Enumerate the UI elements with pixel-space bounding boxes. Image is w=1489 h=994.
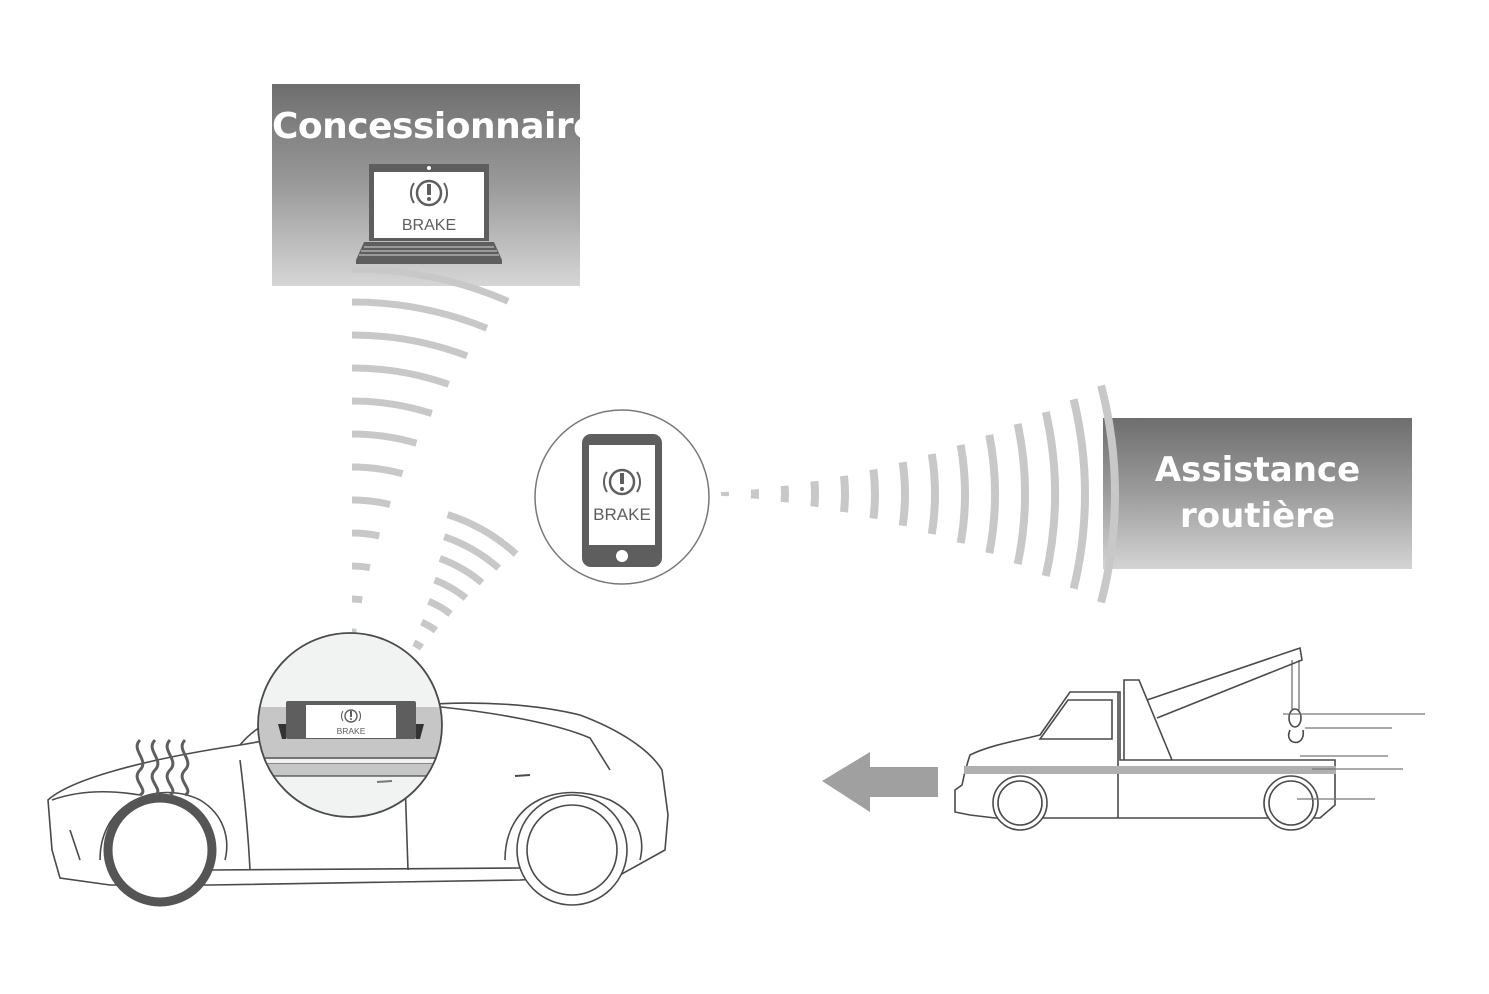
- laptop-icon: BRAKE: [356, 164, 502, 264]
- brake-warning-icon: [602, 468, 642, 496]
- signal-arc: [956, 444, 969, 544]
- signal-arc: [1069, 398, 1089, 590]
- dealer-box: Concessionnaire BRAKE: [272, 84, 598, 286]
- heat-waves-icon: [135, 738, 190, 797]
- signal-arc: [898, 461, 909, 527]
- tow-truck: [954, 646, 1336, 831]
- signal-arc: [927, 453, 939, 535]
- signal-arc: [351, 364, 450, 388]
- smartphone-icon: [582, 434, 662, 567]
- arrow-left-icon: [822, 752, 938, 812]
- dashboard-magnifier: BRAKE: [257, 632, 443, 818]
- signal-arc: [420, 618, 438, 634]
- speed-lines: [1283, 713, 1425, 800]
- roadside-title-line1: Assistance: [1154, 450, 1361, 490]
- signal-arc: [446, 511, 519, 557]
- signal-waves-phone: [403, 511, 519, 669]
- signal-arc: [1097, 384, 1119, 604]
- dealer-screen-label: BRAKE: [402, 217, 456, 234]
- phone-bubble: BRAKE: [534, 409, 710, 585]
- signal-arc: [351, 496, 391, 508]
- signal-arc: [427, 598, 453, 617]
- signal-arc: [412, 639, 424, 651]
- dealer-title: Concessionnaire: [272, 106, 598, 147]
- signal-arc: [810, 480, 819, 508]
- brake-warning-icon: [340, 709, 362, 723]
- signal-arc: [351, 562, 371, 572]
- signal-arc: [351, 265, 510, 305]
- signal-arc: [443, 533, 502, 571]
- signal-arc: [1041, 411, 1059, 577]
- car-front-wheel: [103, 793, 217, 907]
- signal-arc: [433, 576, 469, 601]
- signal-arc: [351, 430, 418, 447]
- signal-arc: [351, 595, 363, 604]
- roadside-title-line2: routière: [1179, 496, 1336, 536]
- signal-arc: [839, 475, 849, 513]
- dashboard-label: BRAKE: [337, 726, 366, 736]
- signal-arc: [351, 463, 404, 478]
- phone-screen-label: BRAKE: [593, 505, 651, 524]
- signal-arc: [351, 331, 469, 360]
- signal-arc: [351, 298, 489, 332]
- signal-arc: [351, 397, 433, 417]
- brake-warning-icon: [409, 179, 449, 207]
- roadside-box: Assistance routière: [1103, 418, 1412, 569]
- signal-waves-roadside: [690, 384, 1119, 604]
- signal-arc: [985, 434, 999, 554]
- signal-arc: [869, 469, 879, 519]
- signal-arc: [1013, 423, 1029, 565]
- signal-arc: [438, 555, 485, 586]
- signal-waves-dealer: [351, 265, 510, 636]
- tow-truck-stripe: [964, 766, 1336, 774]
- signal-arc: [351, 529, 381, 540]
